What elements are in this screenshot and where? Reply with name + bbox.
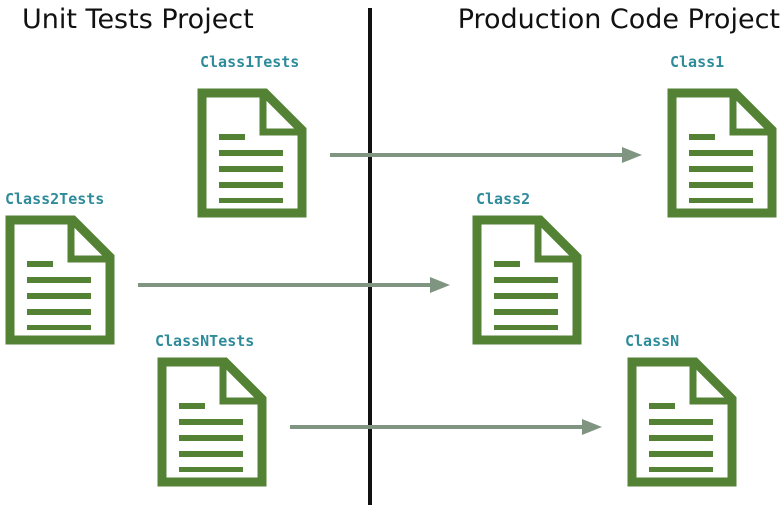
class2tests-label: Class2Tests xyxy=(5,190,105,208)
class1tests-document-icon xyxy=(197,88,307,218)
project-divider xyxy=(368,8,372,505)
classntests-to-classn-arrow xyxy=(290,419,602,435)
class1-document-icon xyxy=(667,88,777,218)
class2-document-icon xyxy=(472,215,582,345)
classn-label: ClassN xyxy=(625,332,680,350)
class2tests-to-class2-arrow xyxy=(138,277,450,293)
classn-document-icon xyxy=(627,357,737,487)
unit-tests-project-heading: Unit Tests Project xyxy=(22,4,254,35)
class2tests-document-icon xyxy=(5,215,115,345)
class2-label: Class2 xyxy=(476,190,531,208)
class1tests-label: Class1Tests xyxy=(200,53,300,71)
production-code-project-heading: Production Code Project xyxy=(457,4,780,35)
class1tests-to-class1-arrow xyxy=(330,147,642,163)
classntests-label: ClassNTests xyxy=(155,332,255,350)
classntests-document-icon xyxy=(157,357,267,487)
class1-label: Class1 xyxy=(670,53,725,71)
